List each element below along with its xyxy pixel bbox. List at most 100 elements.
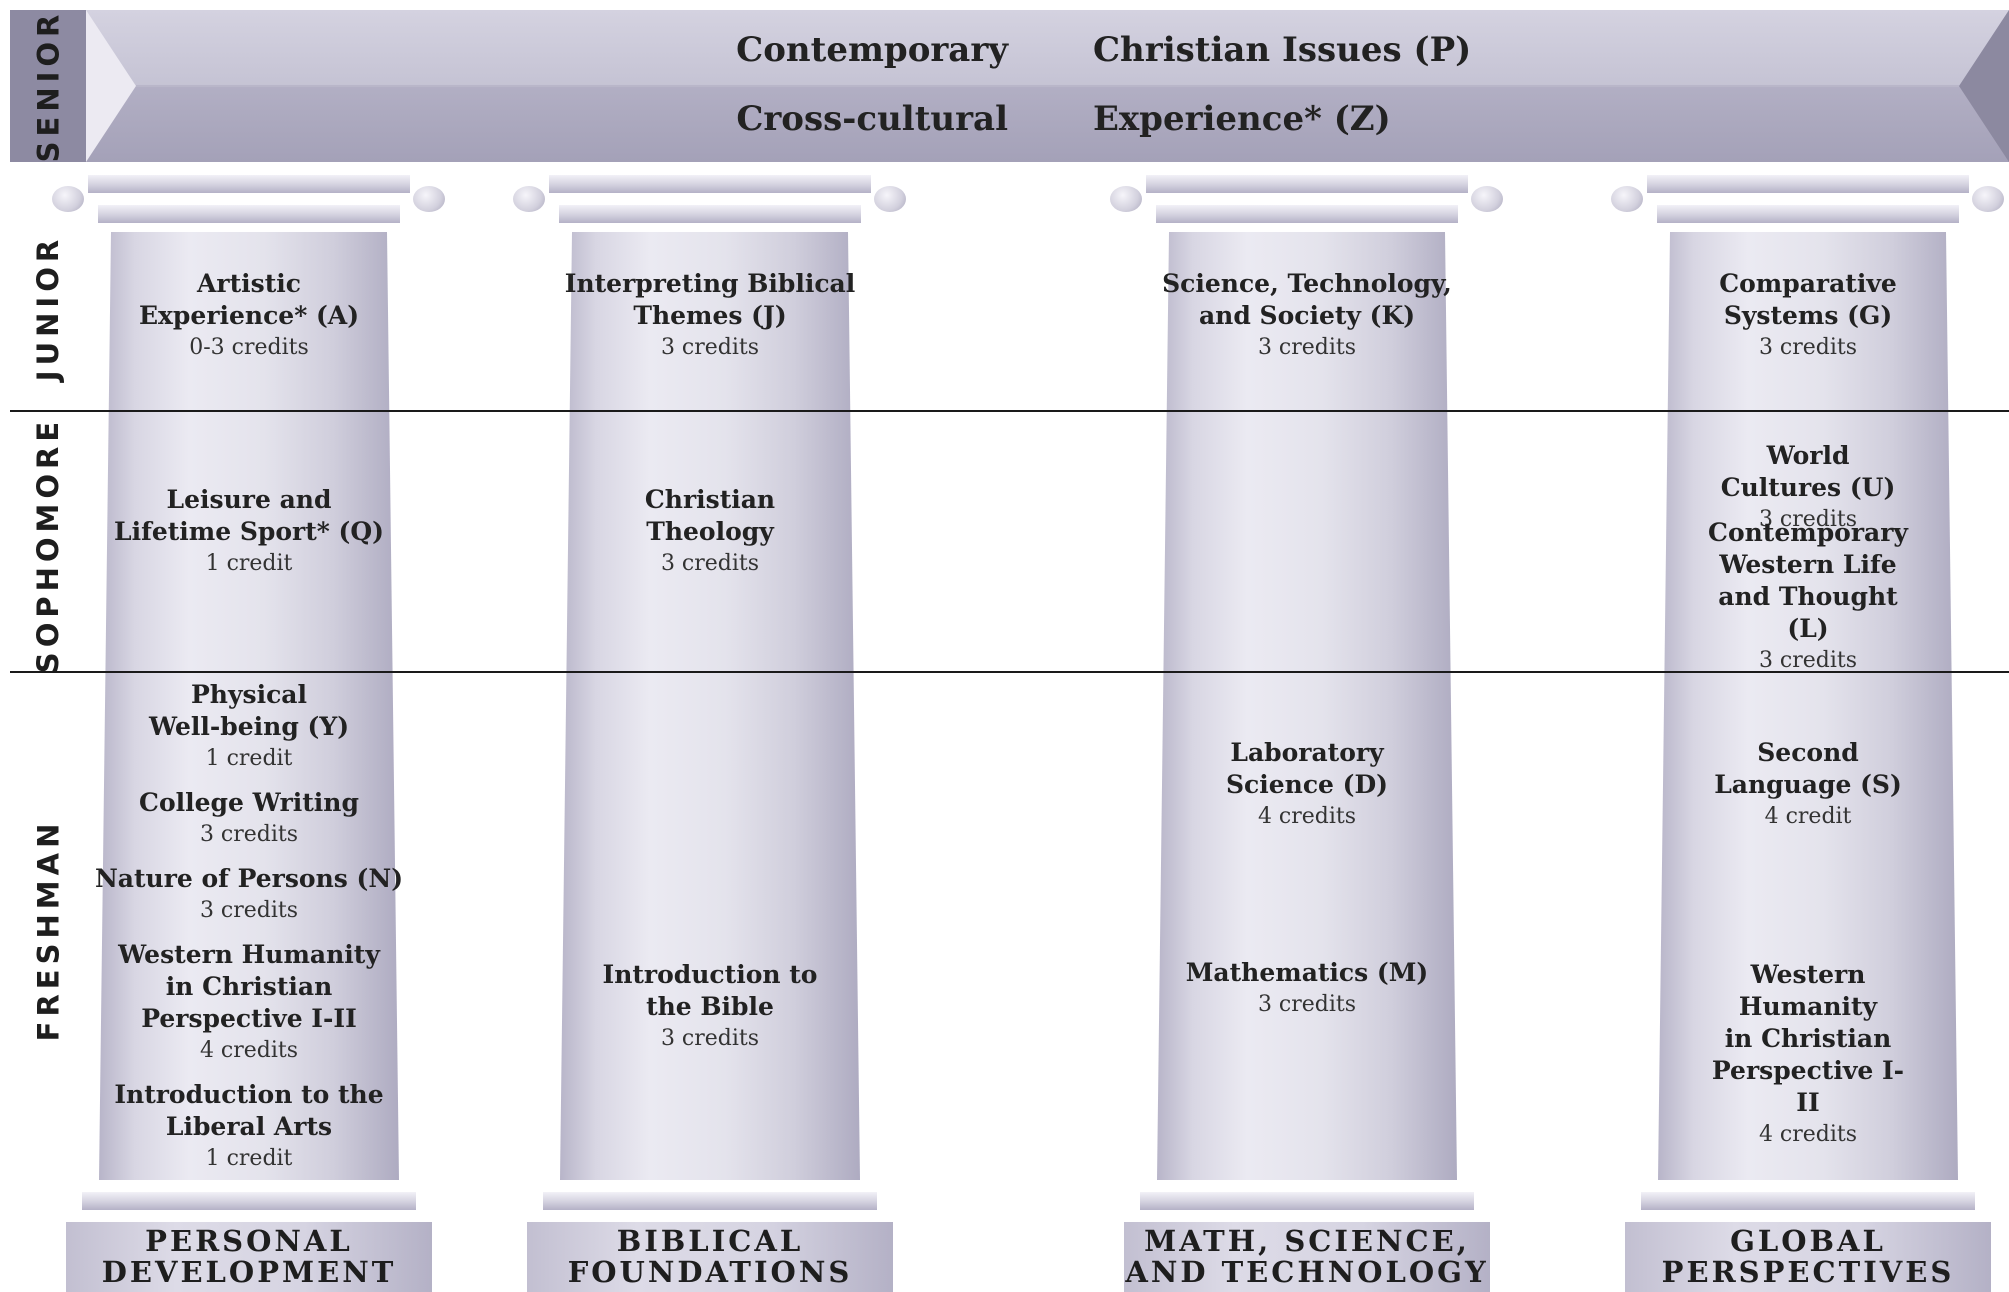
pillar-shaft [560,232,860,1180]
year-label-sophomore-text: SOPHOMORE [31,416,65,674]
course-interpreting-biblical-themes: Interpreting Biblical Themes (J) 3 credi… [565,268,855,364]
pillar-base [543,1192,877,1210]
pillar-label-box: MATH, SCIENCE, AND TECHNOLOGY [1124,1222,1490,1292]
pillar-volute-right [1972,186,2004,212]
pillar-label-global-perspectives: GLOBAL PERSPECTIVES [1661,1224,1955,1289]
year-label-sophomore: SOPHOMORE [10,415,86,675]
pillar-label-box: GLOBAL PERSPECTIVES [1625,1222,1991,1292]
course-credits: 1 credit [205,551,293,576]
course-title: Science, Technology, and Society (K) [1162,269,1452,330]
course-title: Physical Well-being (Y) [148,680,350,741]
course-title: Interpreting Biblical Themes (J) [564,269,856,330]
course-credits: 3 credits [199,822,299,847]
course-mathematics: Mathematics (M) 3 credits [1186,957,1429,1021]
course-title: Mathematics (M) [1185,958,1429,987]
course-credits: 0-3 credits [189,335,309,360]
course-credits: 1 credit [205,746,293,771]
pillar-volute-right [413,186,445,212]
course-leisure-lifetime-sport: Leisure and Lifetime Sport* (Q) 1 credit [114,484,384,580]
pillar-label-box: PERSONAL DEVELOPMENT [66,1222,432,1292]
year-label-junior-text: JUNIOR [31,234,66,381]
course-title: Christian Theology [644,485,776,546]
course-title: Comparative Systems (G) [1719,269,1897,330]
course-christian-theology: Christian Theology 3 credits [645,484,775,580]
course-college-writing: College Writing 3 credits [139,787,359,851]
senior-banner-row-2: Cross-cultural Experience* (Z) [86,85,2009,153]
course-credits: 3 credits [1758,648,1858,673]
pillar-capital-top [1647,175,1969,193]
course-credits: 1 credit [205,1146,293,1171]
course-nature-of-persons: Nature of Persons (N) 3 credits [95,863,403,927]
course-title: Contemporary Western Life and Thought (L… [1708,518,1908,643]
course-title: Introduction to the Bible [602,960,818,1021]
course-second-language: Second Language (S) 4 credit [1714,737,1902,833]
pillar-base [1641,1192,1975,1210]
course-title: Artistic Experience* (A) [138,269,360,330]
year-label-senior: SENIOR [10,10,86,162]
course-intro-liberal-arts: Introduction to the Liberal Arts 1 credi… [114,1079,383,1175]
course-credits: 3 credits [1758,335,1858,360]
pillar-capital-top [549,175,871,193]
senior-banner-shape [86,10,2009,162]
pillar-capital-bottom [559,205,861,223]
pillar-capital-bottom [98,205,400,223]
divider-junior-sophomore [10,410,2009,412]
pillar-capital-top [1146,175,1468,193]
senior-banner-row-1: Contemporary Christian Issues (P) [86,16,2009,84]
banner-text-experience: Experience* (Z) [1093,99,1391,139]
course-title: Nature of Persons (N) [94,864,404,893]
pillar-base [1140,1192,1474,1210]
course-credits: 3 credits [660,551,760,576]
course-title: Western Humanity in Christian Perspectiv… [118,940,380,1033]
pillar-volute-right [874,186,906,212]
pillar-capital-bottom [1156,205,1458,223]
course-intro-to-bible: Introduction to the Bible 3 credits [603,959,818,1055]
pillar-label-personal-development: PERSONAL DEVELOPMENT [101,1224,397,1289]
year-label-freshman-text: FRESHMAN [31,818,65,1042]
course-laboratory-science: Laboratory Science (D) 4 credits [1226,737,1388,833]
pillar-shaft [99,232,399,1180]
year-label-senior-text: SENIOR [31,9,65,163]
course-comparative-systems: Comparative Systems (G) 3 credits [1719,268,1897,364]
course-credits: 3 credits [1257,992,1357,1017]
course-title: World Cultures (U) [1720,441,1896,502]
course-credits: 3 credits [660,1026,760,1051]
course-credits: 4 credits [1758,1122,1858,1147]
pillar-volute-left [1611,186,1643,212]
pillar-capital-bottom [1657,205,1959,223]
pillar-base [82,1192,416,1210]
course-title: Second Language (S) [1714,738,1902,799]
pillar-volute-left [52,186,84,212]
course-world-cultures: World Cultures (U) 3 credits [1708,440,1909,536]
senior-banner: Contemporary Christian Issues (P) Cross-… [86,10,2009,162]
year-label-freshman: FRESHMAN [10,700,86,1160]
divider-sophomore-freshman [10,671,2009,673]
course-credits: 4 credits [199,1038,299,1063]
pillar-label-biblical-foundations: BIBLICAL FOUNDATIONS [567,1224,853,1289]
banner-text-contemporary: Contemporary [736,30,1008,70]
pillar-volute-left [1110,186,1142,212]
course-credits: 3 credits [1758,507,1858,532]
course-title: College Writing [139,788,359,817]
course-science-technology-society: Science, Technology, and Society (K) 3 c… [1162,268,1452,364]
course-artistic-experience: Artistic Experience* (A) 0-3 credits [139,268,359,364]
course-credits: 3 credits [199,898,299,923]
course-western-humanity-global: Western Humanity in Christian Perspectiv… [1708,959,1909,1151]
course-title: Western Humanity in Christian Perspectiv… [1711,960,1905,1117]
pillar-shaft [1157,232,1457,1180]
course-contemporary-western-life: Contemporary Western Life and Thought (L… [1708,517,1909,677]
pillar-label-math-science-technology: MATH, SCIENCE, AND TECHNOLOGY [1125,1224,1489,1289]
course-title: Laboratory Science (D) [1225,738,1389,799]
pillar-volute-left [513,186,545,212]
course-credits: 3 credits [1257,335,1357,360]
course-western-humanity: Western Humanity in Christian Perspectiv… [118,939,380,1067]
year-label-junior: JUNIOR [10,215,86,400]
pillar-capital-top [88,175,410,193]
pillar-shaft [1658,232,1958,1180]
course-credits: 4 credit [1764,804,1852,829]
course-credits: 3 credits [660,335,760,360]
banner-text-christian-issues: Christian Issues (P) [1093,30,1472,70]
pillar-label-box: BIBLICAL FOUNDATIONS [527,1222,893,1292]
banner-text-cross-cultural: Cross-cultural [736,99,1008,139]
pillar-volute-right [1471,186,1503,212]
